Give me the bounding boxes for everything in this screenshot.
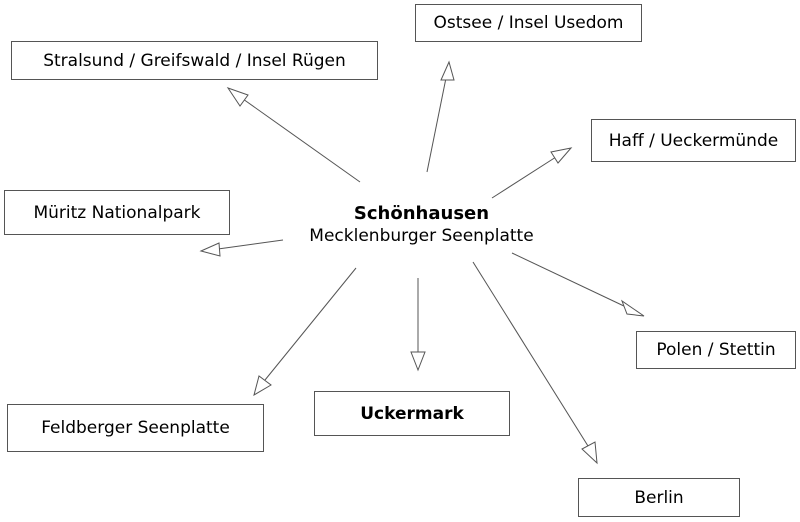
center-subtitle: Mecklenburger Seenplatte <box>309 226 534 246</box>
arrow-to-berlin <box>472 261 589 447</box>
arrowhead-mueritz <box>199 242 221 257</box>
arrow-to-haff <box>491 156 557 199</box>
destination-label: Stralsund / Greifswald / Insel Rügen <box>43 50 346 71</box>
destination-berlin: Berlin <box>578 478 740 517</box>
arrowhead-uckermark <box>410 351 426 372</box>
arrowhead-ostsee <box>440 60 455 81</box>
arrowhead-feldberg <box>253 375 272 397</box>
center-title: Schönhausen <box>353 203 490 224</box>
arrowhead-stralsund <box>226 87 249 107</box>
arrowhead-polen <box>620 299 645 317</box>
arrow-to-stralsund <box>242 98 361 183</box>
destination-label: Ostsee / Insel Usedom <box>433 13 624 33</box>
destination-mueritz: Müritz Nationalpark <box>4 190 230 235</box>
arrowhead-haff <box>550 147 573 164</box>
destination-haff: Haff / Ueckermünde <box>591 119 796 162</box>
destination-label: Polen / Stettin <box>656 340 776 360</box>
destination-label: Berlin <box>634 487 684 508</box>
arrow-to-polen <box>511 252 627 308</box>
arrow-to-mueritz <box>217 239 284 250</box>
destination-uckermark: Uckermark <box>314 391 510 436</box>
destination-label: Uckermark <box>360 403 464 424</box>
destination-label: Müritz Nationalpark <box>33 202 201 223</box>
arrowhead-berlin <box>581 441 598 465</box>
arrow-to-ostsee <box>426 77 447 173</box>
destination-label: Haff / Ueckermünde <box>608 130 779 151</box>
arrow-to-feldberg <box>264 267 357 381</box>
destination-label: Feldberger Seenplatte <box>41 418 230 438</box>
destination-stralsund: Stralsund / Greifswald / Insel Rügen <box>11 41 378 80</box>
destination-feldberg: Feldberger Seenplatte <box>7 404 264 452</box>
destination-ostsee: Ostsee / Insel Usedom <box>415 4 642 42</box>
destination-polen: Polen / Stettin <box>636 331 796 369</box>
center-node: Schönhausen Mecklenburger Seenplatte <box>280 203 563 247</box>
